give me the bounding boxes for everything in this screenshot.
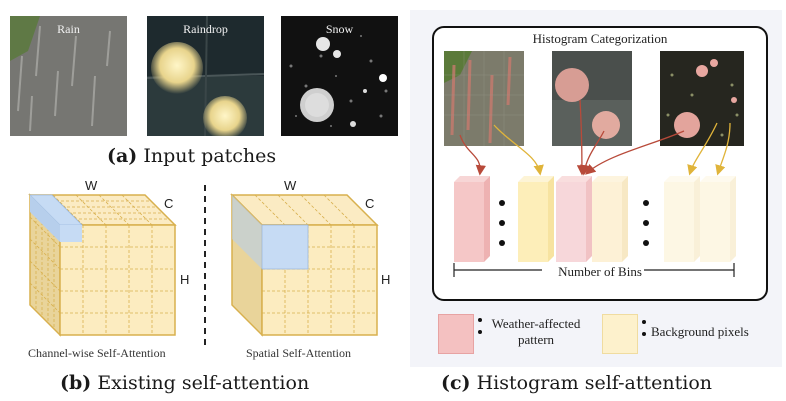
channel-wise-caption: Channel-wise Self-Attention: [28, 346, 166, 360]
rain-patch: Rain: [10, 16, 127, 136]
attention-cubes-diagram: W C H W C H: [28, 178, 390, 350]
axis-h-right: H: [381, 272, 390, 287]
hist-patch-rain: [444, 51, 524, 146]
caption-text: Input patches: [143, 145, 277, 167]
legend-dot: [478, 318, 482, 322]
histogram-bins: [454, 176, 736, 262]
legend-background-label: Background pixels: [651, 324, 749, 339]
legend-weather-line2: pattern: [517, 332, 555, 347]
caption-text: Histogram self-attention: [476, 372, 713, 394]
histogram-diagram: [444, 51, 744, 277]
legend-dot: [642, 332, 646, 336]
legend-background-swatch: [602, 314, 638, 354]
caption-a: (a) Input patches: [107, 145, 276, 167]
axis-w-right: W: [284, 178, 297, 193]
hist-patch-snow: [660, 51, 744, 146]
legend-weather-swatch: [438, 314, 474, 354]
caption-tag: (c): [441, 372, 471, 394]
patch-label: Raindrop: [183, 22, 228, 36]
snow-patch: Snow: [281, 16, 398, 136]
axis-c-left: C: [164, 196, 173, 211]
axis-w-left: W: [85, 178, 98, 193]
bin-ellipsis: [499, 200, 649, 246]
legend-weather-line1: Weather-affected: [491, 316, 581, 331]
hist-patch-raindrop: [552, 51, 632, 146]
legend-dot: [642, 320, 646, 324]
histogram-title: Histogram Categorization: [532, 31, 668, 46]
caption-b: (b) Existing self-attention: [60, 372, 309, 394]
caption-text: Existing self-attention: [97, 372, 310, 394]
bins-label: Number of Bins: [558, 264, 642, 279]
spatial-caption: Spatial Self-Attention: [246, 346, 351, 360]
legend-dot: [478, 330, 482, 334]
bins-axis: [453, 263, 735, 277]
patch-label: Snow: [325, 22, 354, 36]
caption-tag: (b): [60, 372, 92, 394]
raindrop-patch: Raindrop: [147, 16, 264, 136]
legend-weather-label: Weather-affected pattern: [486, 316, 586, 348]
spatial-cube: [230, 193, 379, 337]
axis-h-left: H: [180, 272, 189, 287]
caption-tag: (a): [107, 145, 138, 167]
caption-c: (c) Histogram self-attention: [441, 372, 712, 394]
channel-wise-cube: [28, 193, 177, 337]
axis-c-right: C: [365, 196, 374, 211]
patch-label: Rain: [57, 22, 80, 36]
